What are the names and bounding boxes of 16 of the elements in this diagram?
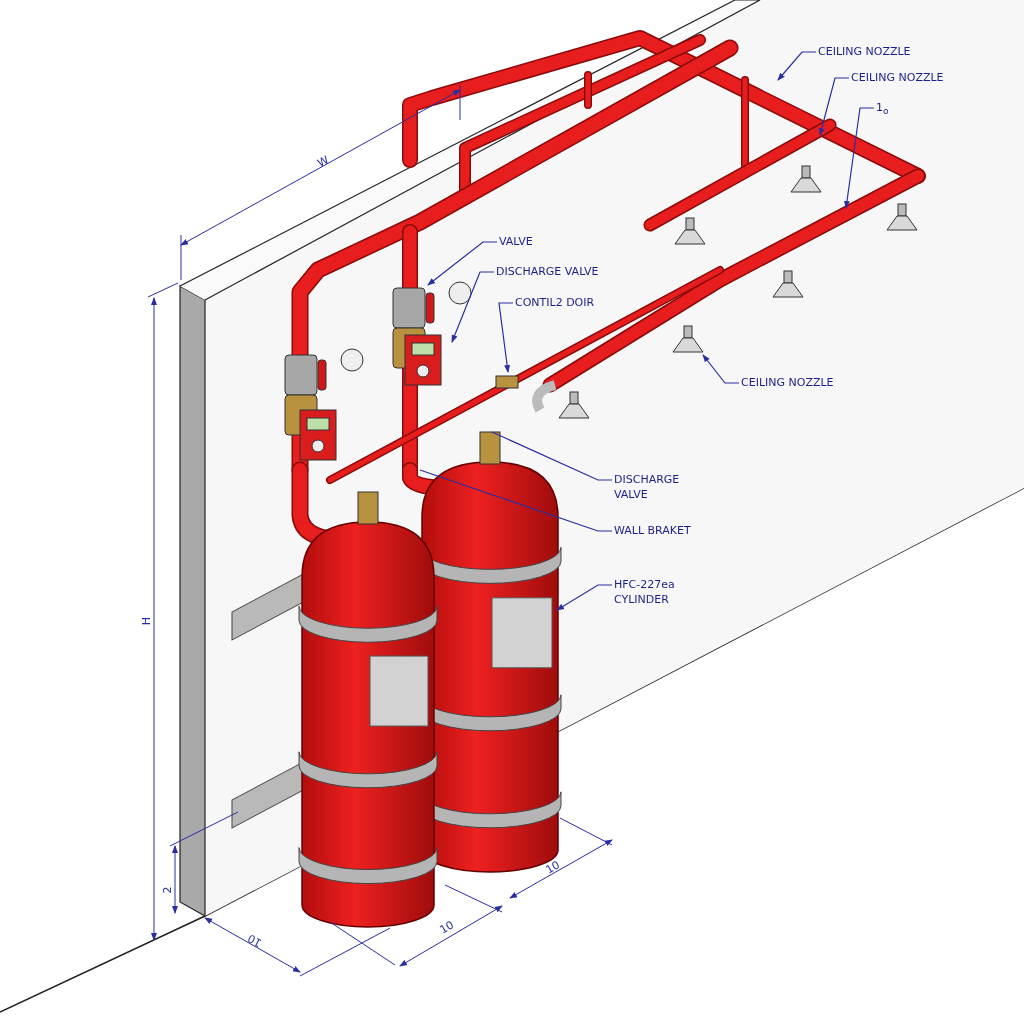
- callout-label: DISCHARGE VALVE: [614, 472, 704, 502]
- callout-label: CONTIL2 DOIR: [515, 295, 595, 310]
- dimension-label: W: [315, 154, 332, 170]
- dimension-label: 10: [246, 931, 264, 949]
- callout-label: VALVE: [499, 234, 533, 249]
- dimension-label: 10: [543, 859, 563, 877]
- callout-label: CEILING NOZZLE: [741, 375, 834, 390]
- dimension-label: 2: [161, 886, 174, 894]
- callout-label: DISCHARGE VALVE: [496, 264, 599, 279]
- callout-label: CEILING NOZZLE: [818, 44, 911, 59]
- callout-label: HFC-227ea CYLINDER: [614, 577, 704, 607]
- callout-label: CEILING NOZZLE: [851, 70, 944, 85]
- dimension-label: H: [141, 616, 154, 626]
- dimension-label: 10: [437, 919, 457, 937]
- callout-label: 1$_{o}$: [876, 100, 889, 119]
- callout-label: WALL BRAKET: [614, 523, 691, 538]
